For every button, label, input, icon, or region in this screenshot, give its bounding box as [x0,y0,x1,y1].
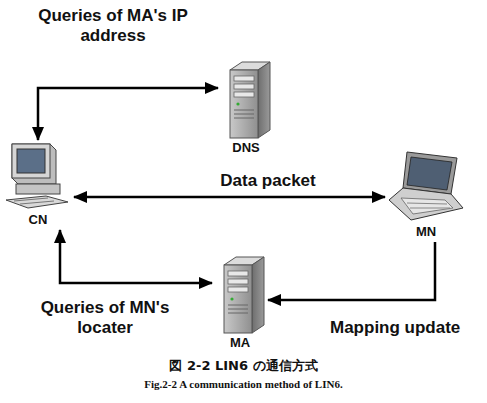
edge-label: Data packet [208,171,328,191]
arrow-connector [74,196,385,199]
laptop-icon [385,148,467,224]
edge-label: Queries of MA's IP address [38,6,188,46]
host-label: DNS [218,140,274,156]
host-label: CN [2,212,74,228]
arrow-connector [60,230,212,283]
network-host-node: MN [385,148,467,240]
arrow-connector [38,88,218,140]
arrow-connector [268,242,435,300]
desktop-computer-icon [2,140,74,212]
network-host-node: CN [2,140,74,228]
network-host-node: MA [212,255,268,351]
figure-caption-english: Fig.2-2 A communication method of LIN6. [0,378,487,390]
server-icon [218,60,274,140]
figure-caption: 図 2-2 LIN6 の通信方式 [0,357,487,375]
server-icon [212,255,268,335]
host-label: MN [385,224,467,240]
edge-label: Mapping update [330,318,460,338]
host-label: MA [212,335,268,351]
network-host-node: DNS [218,60,274,156]
edge-label: Queries of MN's locater [30,298,180,338]
